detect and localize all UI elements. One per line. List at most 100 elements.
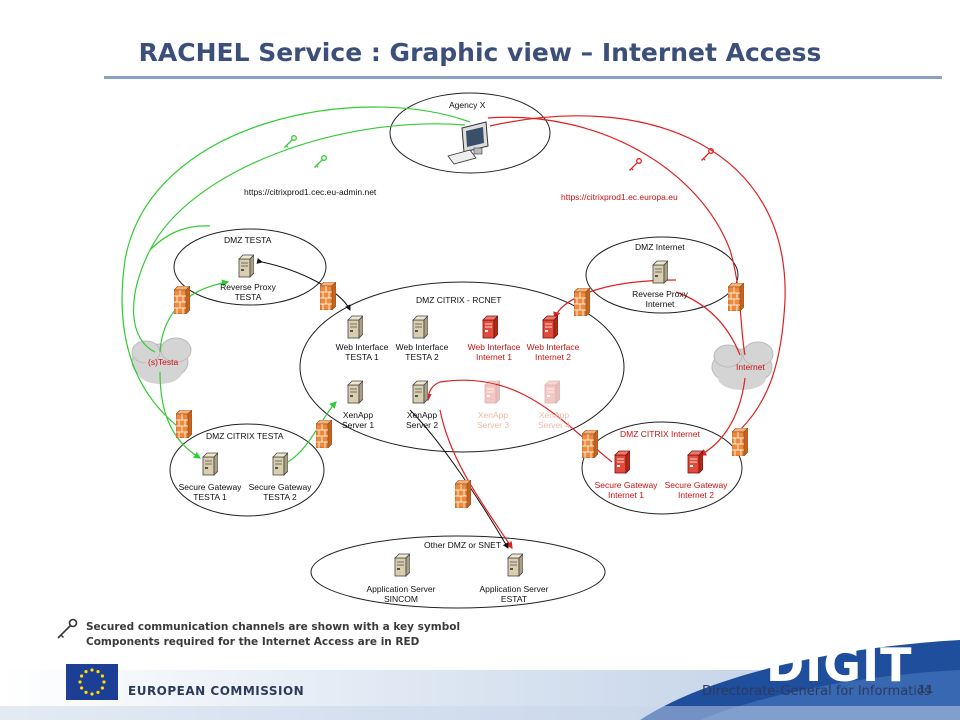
server-icon-sg-internet2	[687, 450, 703, 474]
red-channel-outer	[489, 115, 786, 431]
label-xenapp3-2: Server 3	[477, 420, 509, 430]
zone-other-dmz	[310, 535, 606, 609]
server-icon-sg-internet1	[614, 450, 630, 474]
firewall-citrix-internet-right	[732, 428, 748, 456]
server-icon-xenapp1	[347, 380, 363, 404]
label-web-testa1-2: TESTA 1	[345, 352, 379, 362]
zone-dmz-citrix-internet	[581, 421, 743, 515]
digit-logo: DIGIT	[766, 638, 913, 692]
red-channel-gateway-xenapp	[424, 379, 613, 463]
label-web-internet2-2: Internet 2	[535, 352, 571, 362]
title-rule	[104, 76, 942, 79]
label-sg-internet1-1: Secure Gateway	[595, 480, 659, 490]
key-icon-green-1	[283, 135, 297, 149]
server-icon-web-testa2	[412, 315, 428, 339]
red-channel-cloud-gateway	[698, 377, 746, 456]
legend: Secured communication channels are shown…	[86, 620, 460, 650]
label-web-testa2-1: Web Interface	[396, 342, 449, 352]
label-xenapp2-1: XenApp	[407, 410, 438, 420]
label-sg-internet2-2: Internet 2	[678, 490, 714, 500]
firewall-other-dmz	[455, 480, 471, 508]
server-icon-app-sincom	[394, 553, 410, 577]
label-sg-testa1-1: Secure Gateway	[179, 482, 243, 492]
server-icon-app-estat	[507, 553, 523, 577]
firewall-internet-left	[574, 288, 590, 316]
legend-line-red: Components required for the Internet Acc…	[86, 636, 420, 648]
zone-label-dmz-citrix-internet: DMZ CITRIX Internet	[620, 429, 700, 439]
link-xenapp-estat	[409, 409, 509, 549]
label-web-testa1-1: Web Interface	[336, 342, 389, 352]
slide-title: RACHEL Service : Graphic view – Internet…	[138, 38, 822, 67]
cloud-label-internet: Internet	[736, 362, 765, 372]
link-proxy-web	[256, 258, 351, 311]
green-channel-outer	[121, 106, 471, 431]
label-sg-testa2-2: TESTA 2	[263, 492, 297, 502]
network-diagram: Agency X DMZ TESTA DMZ Internet DMZ CITR…	[121, 92, 786, 609]
eu-flag-icon	[66, 664, 118, 700]
green-channel-gateway-xenapp	[287, 401, 337, 463]
label-app-sincom-1: Application Server	[367, 584, 436, 594]
cloud-internet	[711, 341, 774, 390]
label-xenapp4-2: Server 4	[538, 420, 570, 430]
server-icon-web-internet1	[482, 315, 498, 339]
label-web-internet2-1: Web Interface	[527, 342, 580, 352]
red-channel-cloud-proxy	[675, 291, 741, 356]
label-xenapp1-1: XenApp	[343, 410, 374, 420]
label-reverse-proxy-internet-1: Reverse Proxy	[632, 289, 688, 299]
green-channel-testa-cross	[149, 225, 211, 251]
label-reverse-proxy-internet-2: Internet	[646, 299, 675, 309]
server-icon-xenapp3	[484, 380, 500, 404]
label-sg-testa1-2: TESTA 1	[193, 492, 227, 502]
label-app-estat-1: Application Server	[480, 584, 549, 594]
label-xenapp2-2: Server 2	[406, 420, 438, 430]
key-icon-red-1	[628, 158, 642, 172]
label-xenapp1-2: Server 1	[342, 420, 374, 430]
firewall-internet-right	[728, 283, 744, 311]
firewall-testa-right	[320, 282, 336, 310]
server-icon-sg-testa1	[202, 452, 218, 476]
zone-label-agency: Agency X	[449, 100, 486, 110]
zone-label-dmz-internet: DMZ Internet	[635, 242, 685, 252]
workstation-icon	[447, 121, 489, 165]
label-web-testa2-2: TESTA 2	[405, 352, 439, 362]
url-testa: https://citrixprod1.cec.eu-admin.net	[244, 187, 377, 197]
zone-label-other-dmz: Other DMZ or SNET	[424, 540, 501, 550]
firewall-citrix-testa-left	[176, 410, 192, 438]
firewall-citrix-internet-left	[582, 430, 598, 458]
zone-label-dmz-citrix-rcnet: DMZ CITRIX - RCNET	[416, 295, 501, 305]
server-icon-reverse-proxy-testa	[238, 254, 254, 278]
server-icon-web-testa1	[347, 315, 363, 339]
green-channel-agency-testa	[133, 123, 466, 353]
label-app-estat-2: ESTAT	[501, 594, 527, 604]
zone-label-dmz-testa: DMZ TESTA	[224, 235, 272, 245]
label-xenapp3-1: XenApp	[478, 410, 509, 420]
key-icon-green-2	[313, 155, 327, 169]
label-sg-internet1-2: Internet 1	[608, 490, 644, 500]
firewall-citrix-testa-right	[316, 420, 332, 448]
footer-band	[0, 640, 960, 720]
label-reverse-proxy-testa-1: Reverse Proxy	[220, 282, 276, 292]
label-sg-internet2-1: Secure Gateway	[665, 480, 729, 490]
label-web-internet1-1: Web Interface	[468, 342, 521, 352]
zone-label-dmz-citrix-testa: DMZ CITRIX TESTA	[206, 431, 284, 441]
zone-dmz-citrix-testa	[169, 423, 325, 517]
server-icon-sg-testa2	[272, 452, 288, 476]
url-internet: https://citrixprod1.ec.europa.eu	[561, 192, 678, 202]
digit-subtitle: Directorate-General for Informatics	[702, 684, 931, 699]
firewall-testa-left	[174, 286, 190, 314]
red-channel-xenapp-estat	[439, 409, 513, 549]
legend-key-icon	[57, 618, 78, 639]
legend-line-secured: Secured communication channels are shown…	[86, 621, 461, 633]
page-number: 11	[918, 683, 934, 696]
label-sg-testa2-1: Secure Gateway	[249, 482, 313, 492]
server-icon-web-internet2	[542, 315, 558, 339]
server-icon-reverse-proxy-internet	[652, 260, 668, 284]
green-channel-cloud-gateway	[159, 371, 202, 459]
label-app-sincom-2: SINCOM	[384, 594, 418, 604]
server-icon-xenapp2	[412, 380, 428, 404]
red-channel-agency-internet	[487, 116, 746, 356]
label-web-internet1-2: Internet 1	[476, 352, 512, 362]
cloud-label-testa: (s)Testa	[148, 357, 179, 367]
server-icon-xenapp4	[544, 380, 560, 404]
label-xenapp4-1: XenApp	[539, 410, 570, 420]
